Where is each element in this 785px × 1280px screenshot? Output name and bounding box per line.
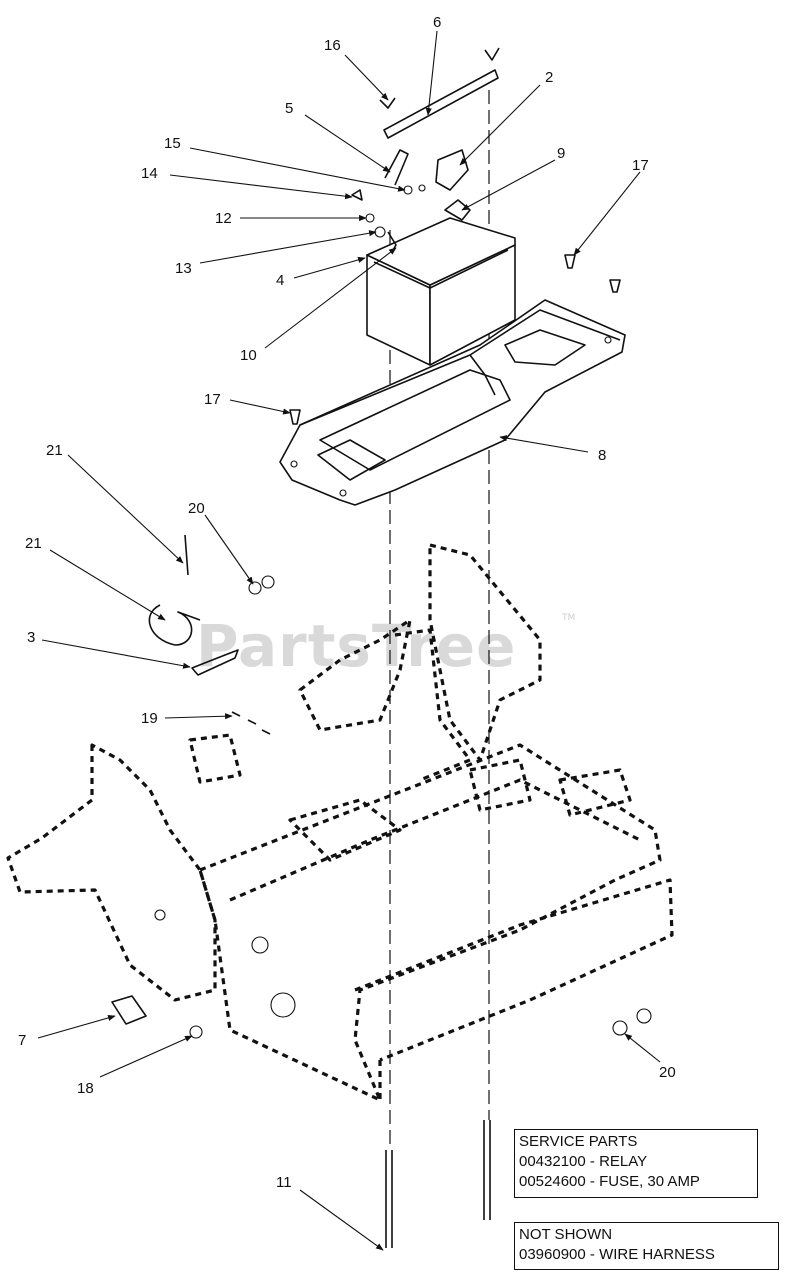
callout-15: 15: [164, 135, 181, 152]
callout-14: 14: [141, 165, 158, 182]
callout-20: 20: [188, 500, 205, 517]
callout-20b: 20: [659, 1064, 676, 1081]
service-part-line: 00432100 - RELAY: [519, 1153, 648, 1170]
callout-11: 11: [276, 1174, 292, 1191]
service-part-line: 00524600 - FUSE, 30 AMP: [519, 1173, 700, 1190]
not-shown-title: NOT SHOWN: [519, 1226, 613, 1243]
callout-7: 7: [18, 1032, 26, 1049]
callout-17b: 17: [204, 391, 221, 408]
callout-18: 18: [77, 1080, 94, 1097]
callout-4: 4: [276, 272, 284, 289]
callout-12: 12: [215, 210, 232, 227]
watermark-trademark: TM: [561, 613, 575, 623]
callout-8: 8: [598, 447, 606, 464]
callout-2: 2: [545, 69, 553, 86]
service-parts-box: SERVICE PARTS 00432100 - RELAY 00524600 …: [514, 1129, 758, 1198]
callout-19: 19: [141, 710, 158, 727]
callout-labels: 6 16 2 5 15 9 14 17 12 13 4 10 17 8 21 2…: [18, 14, 676, 1191]
callout-5: 5: [285, 100, 293, 117]
callout-21: 21: [46, 442, 63, 459]
callout-3: 3: [27, 629, 35, 646]
service-parts-title: SERVICE PARTS: [519, 1133, 638, 1150]
callout-17: 17: [632, 157, 649, 174]
battery: [366, 217, 516, 366]
leader-lines: [37, 30, 661, 1251]
battery-tray: [279, 299, 626, 506]
mower-frame: [6, 543, 674, 1102]
callout-9: 9: [557, 145, 565, 162]
not-shown-box: NOT SHOWN 03960900 - WIRE HARNESS: [514, 1222, 779, 1270]
callout-16: 16: [324, 37, 341, 54]
callout-13: 13: [175, 260, 192, 277]
callout-10: 10: [240, 347, 257, 364]
callout-6: 6: [433, 14, 441, 31]
callout-21b: 21: [25, 535, 42, 552]
not-shown-line: 03960900 - WIRE HARNESS: [519, 1246, 715, 1263]
watermark-text: PartsTree: [196, 612, 516, 680]
